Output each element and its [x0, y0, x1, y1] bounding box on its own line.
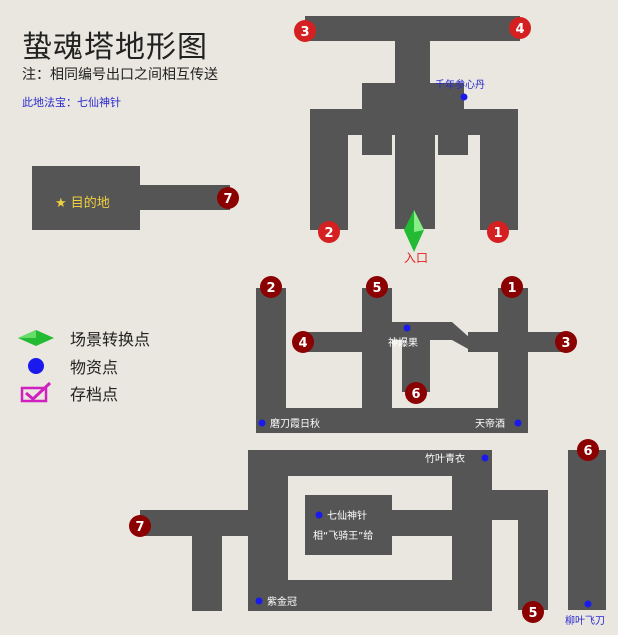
entrance-label: 入口: [404, 251, 428, 265]
exit-marker-4-middle[interactable]: 4: [292, 331, 314, 353]
svg-text:3: 3: [561, 336, 570, 351]
svg-text:7: 7: [223, 192, 232, 207]
item-dots: [255, 93, 592, 608]
treasure-note: 此地法宝：七仙神针: [22, 96, 121, 109]
item-dot-modao: [258, 419, 266, 427]
item-dot-tiandi: [514, 419, 522, 427]
item-dot-qixian: [315, 511, 323, 519]
svg-text:7: 7: [135, 520, 144, 535]
page-title: 蛰魂塔地形图: [22, 30, 208, 65]
exit-marker-3-middle[interactable]: 3: [555, 331, 577, 353]
item-dot-liuye: [584, 600, 592, 608]
svg-text:2: 2: [266, 281, 275, 296]
dot-icon: [28, 358, 44, 374]
item-label-zijin: 紫金冠: [267, 595, 297, 608]
exit-marker-6-bottom[interactable]: 6: [577, 439, 599, 461]
svg-text:3: 3: [300, 25, 309, 40]
exit-marker-4-top[interactable]: 4: [509, 17, 531, 39]
entrance-diamond-icon[interactable]: [404, 210, 424, 252]
item-label-qiannian: 千年参心丹: [435, 78, 485, 91]
legend-scene-point: 场景转换点: [16, 326, 150, 350]
exit-marker-1-top[interactable]: 1: [487, 221, 509, 243]
diamond-icon: [18, 330, 54, 346]
map-walls: [32, 16, 606, 611]
item-label-liuye: 柳叶飞刀: [565, 614, 605, 627]
destination-label: ★ 目的地: [55, 195, 110, 211]
legend-scene-label: 场景转换点: [70, 330, 151, 349]
legend-item-label: 物资点: [70, 358, 119, 377]
legend-save-label: 存档点: [70, 385, 119, 404]
item-dot-zijin: [255, 597, 263, 605]
svg-text:6: 6: [411, 387, 420, 402]
svg-text:1: 1: [493, 226, 502, 241]
svg-text:6: 6: [583, 444, 592, 459]
item-label-zhuye: 竹叶青衣: [425, 452, 465, 465]
svg-text:4: 4: [298, 336, 307, 351]
exit-marker-3-top[interactable]: 3: [294, 20, 316, 42]
exit-marker-2-top[interactable]: 2: [318, 221, 340, 243]
item-dot-qiannian: [460, 93, 468, 101]
item-dot-shenbao: [403, 324, 411, 332]
exit-marker-5-middle[interactable]: 5: [366, 276, 388, 298]
item-label-xiang: 相“飞骑王”给: [313, 529, 373, 542]
exit-marker-5-bottom[interactable]: 5: [522, 601, 544, 623]
svg-text:1: 1: [507, 281, 516, 296]
item-label-qixian: 七仙神针: [327, 509, 367, 522]
exit-marker-1-middle[interactable]: 1: [501, 276, 523, 298]
legend-item-point: 物资点: [16, 354, 118, 378]
map-note: 注：相同编号出口之间相互传送: [22, 67, 218, 83]
item-label-modao: 磨刀霞日秋: [270, 417, 320, 430]
svg-text:2: 2: [324, 226, 333, 241]
exit-marker-7-destination[interactable]: 7: [217, 187, 239, 209]
exit-marker-2-middle[interactable]: 2: [260, 276, 282, 298]
item-label-shenbao: 神爆果: [388, 336, 418, 349]
checkbox-icon: [20, 382, 52, 403]
exit-marker-6-middle[interactable]: 6: [405, 382, 427, 404]
item-label-tiandi: 天帝酒: [475, 417, 505, 430]
legend-save-point: 存档点: [16, 381, 118, 405]
svg-text:5: 5: [372, 281, 381, 296]
svg-text:4: 4: [515, 22, 524, 37]
svg-text:5: 5: [528, 606, 537, 621]
item-dot-zhuye: [481, 454, 489, 462]
exit-marker-7-bottom[interactable]: 7: [129, 515, 151, 537]
